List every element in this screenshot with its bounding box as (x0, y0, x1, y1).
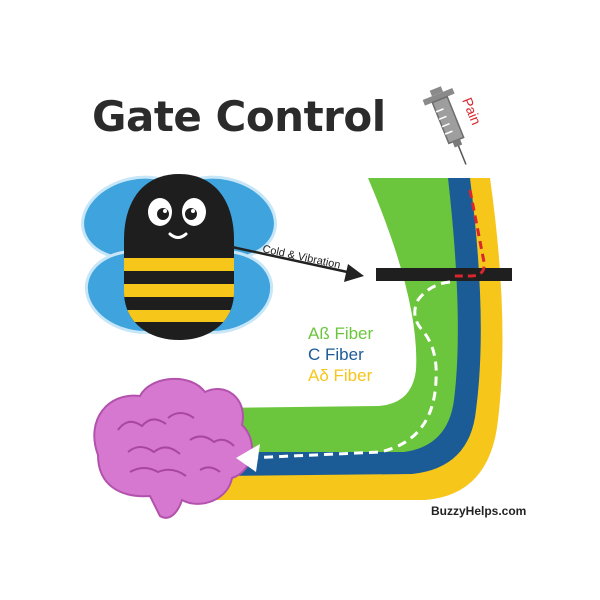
syringe-icon (422, 86, 467, 165)
stimulus-label: Cold & Vibration (261, 243, 341, 271)
a-beta-fiber-band (215, 178, 458, 452)
pain-label: Pain (459, 95, 484, 127)
pain-signal-path (452, 189, 486, 278)
signal-arrowhead (236, 444, 260, 472)
signal-to-brain-path (247, 280, 451, 460)
brain-icon (93, 378, 253, 519)
page-title: Gate Control (92, 92, 386, 141)
c-fiber-band (215, 178, 481, 476)
legend-a-delta-fiber: Aδ Fiber (308, 366, 373, 385)
gate-bar-icon (376, 268, 512, 281)
fiber-legend: Aß Fiber C Fiber Aδ Fiber (308, 323, 373, 386)
footer-website[interactable]: BuzzyHelps.com (431, 504, 527, 518)
bee-mascot-icon (81, 174, 277, 340)
legend-c-fiber: C Fiber (308, 345, 364, 364)
legend-a-beta-fiber: Aß Fiber (308, 324, 374, 343)
stimulus-arrow (231, 245, 364, 282)
